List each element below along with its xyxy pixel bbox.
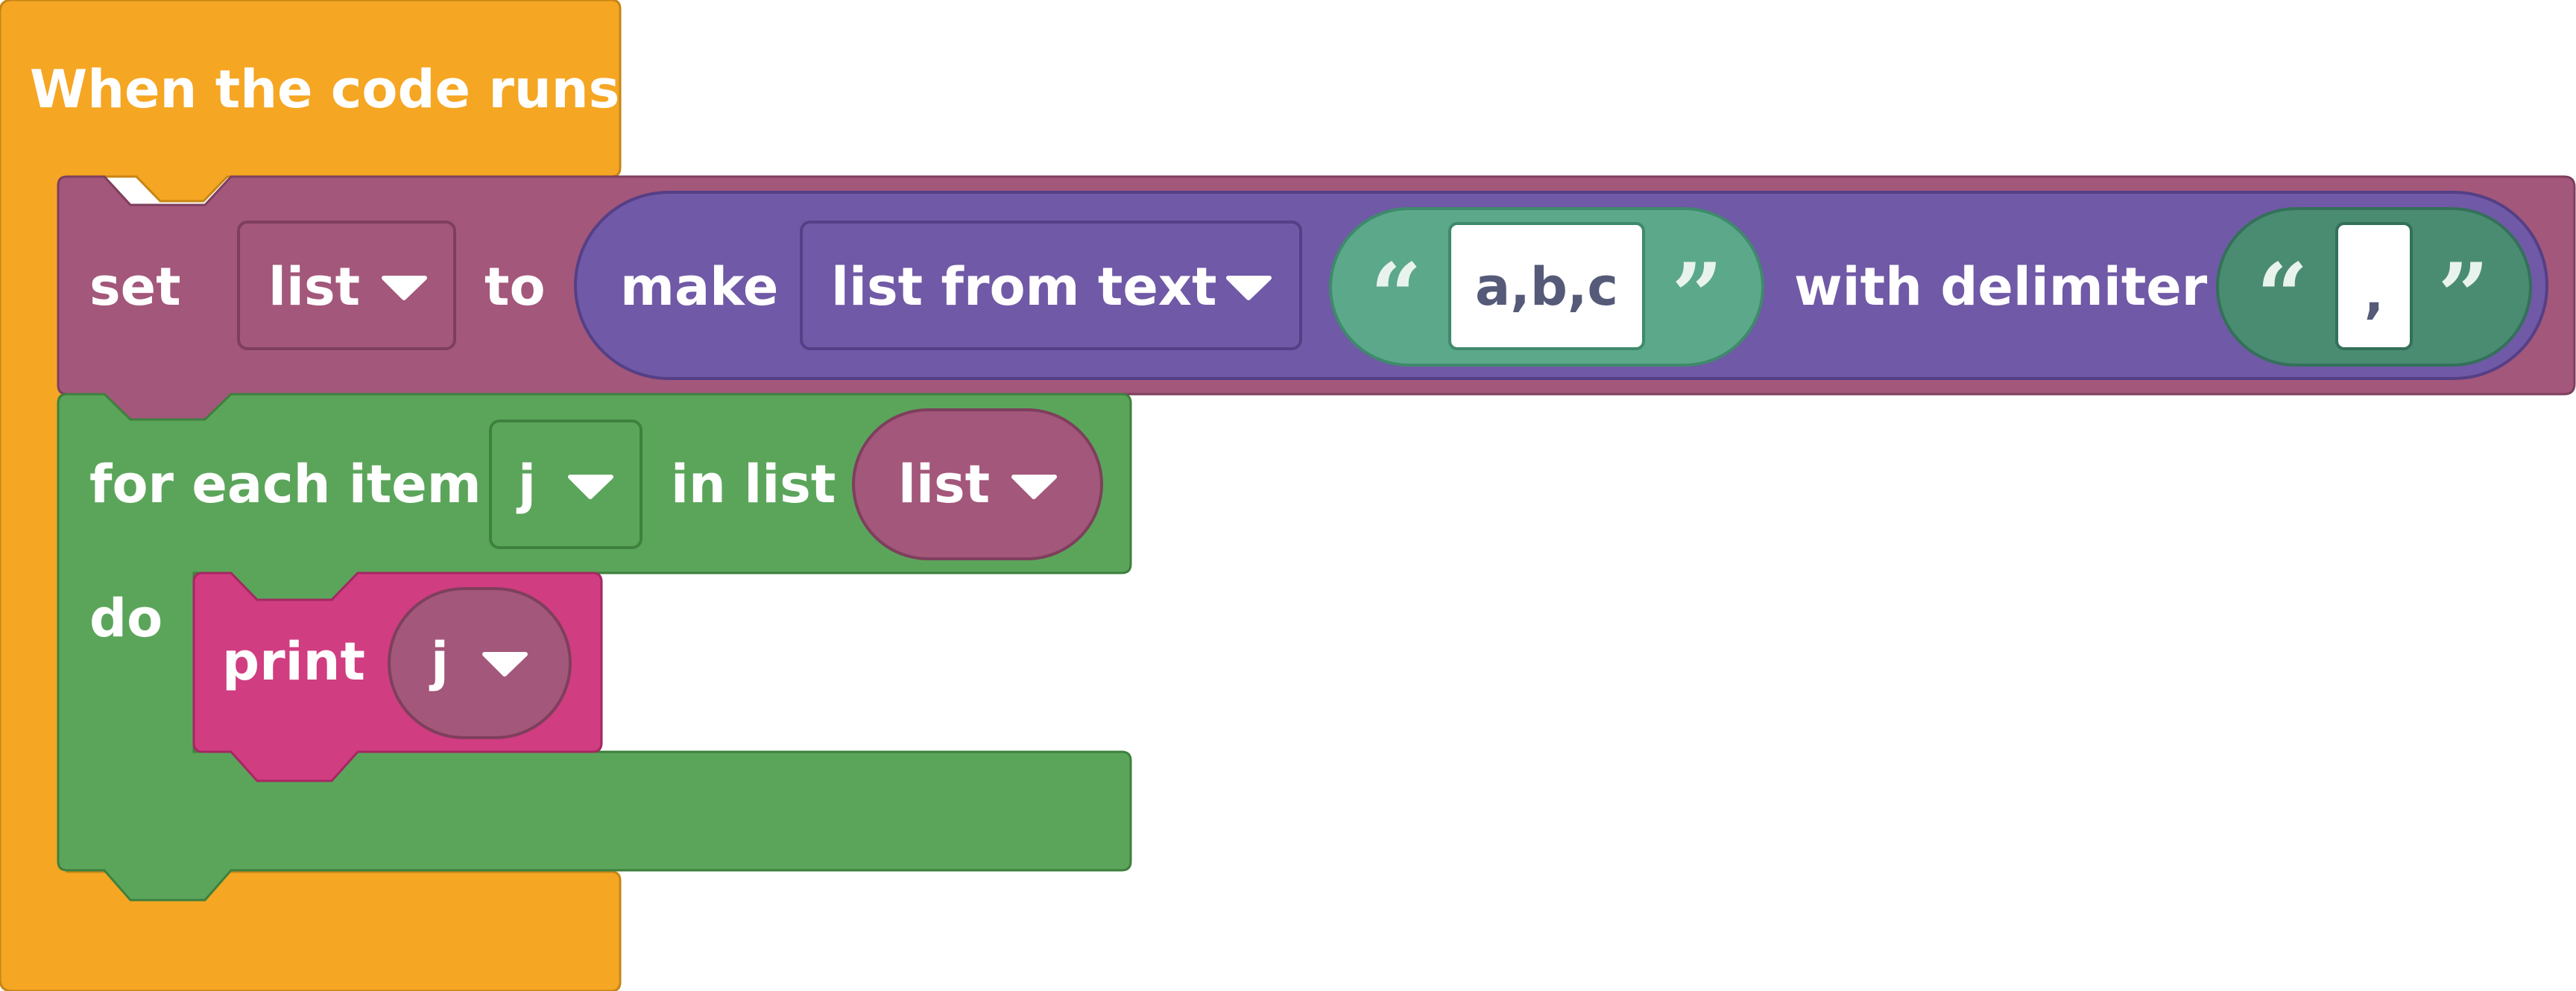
print-label: print: [222, 631, 365, 692]
list-variable-reporter[interactable]: list: [852, 408, 1103, 560]
list-mode-label: list from text: [831, 256, 1216, 317]
close-quote-icon: ”: [2437, 244, 2489, 349]
set-variable-dropdown[interactable]: list: [237, 221, 456, 350]
print-variable-reporter[interactable]: j: [388, 587, 572, 739]
do-label: do: [89, 588, 162, 649]
list-variable-label: list: [898, 454, 990, 515]
make-list-block[interactable]: make list from text “ a,b,c ” with delim…: [574, 191, 2548, 380]
caret-down-icon: [382, 276, 427, 300]
caret-down-icon: [1011, 475, 1057, 499]
make-label: make: [620, 256, 778, 317]
text-value-field[interactable]: a,b,c: [1475, 256, 1618, 317]
set-variable-label: list: [268, 256, 360, 317]
item-variable-label: j: [516, 454, 536, 515]
delimiter-literal-block[interactable]: “ , ”: [2216, 207, 2532, 367]
open-quote-icon: “: [2256, 244, 2308, 349]
list-mode-dropdown[interactable]: list from text: [800, 221, 1302, 350]
event-block-label: When the code runs: [30, 59, 619, 120]
print-variable-label: j: [429, 631, 449, 692]
event-block-body[interactable]: [0, 0, 622, 991]
item-variable-dropdown[interactable]: j: [489, 419, 643, 549]
text-value-field-box[interactable]: [1448, 222, 1645, 350]
event-block[interactable]: When the code runs: [0, 0, 622, 991]
with-delimiter-label: with delimiter: [1794, 256, 2208, 317]
in-list-label: in list: [671, 454, 836, 515]
text-literal-block[interactable]: “ a,b,c ”: [1329, 207, 1764, 367]
print-block[interactable]: print j: [192, 572, 603, 782]
delimiter-value-field-box[interactable]: [2335, 222, 2413, 350]
caret-down-icon: [1226, 276, 1272, 300]
to-label: to: [484, 256, 546, 317]
open-quote-icon: “: [1370, 244, 1421, 349]
delimiter-value-field[interactable]: ,: [2364, 264, 2384, 325]
caret-down-icon: [568, 475, 613, 499]
set-block[interactable]: set list to make list from text “ a,b,c: [57, 175, 2576, 421]
close-quote-icon: ”: [1671, 244, 1723, 349]
for-each-label: for each item: [89, 454, 482, 515]
caret-down-icon: [482, 652, 528, 677]
set-label: set: [89, 256, 181, 317]
